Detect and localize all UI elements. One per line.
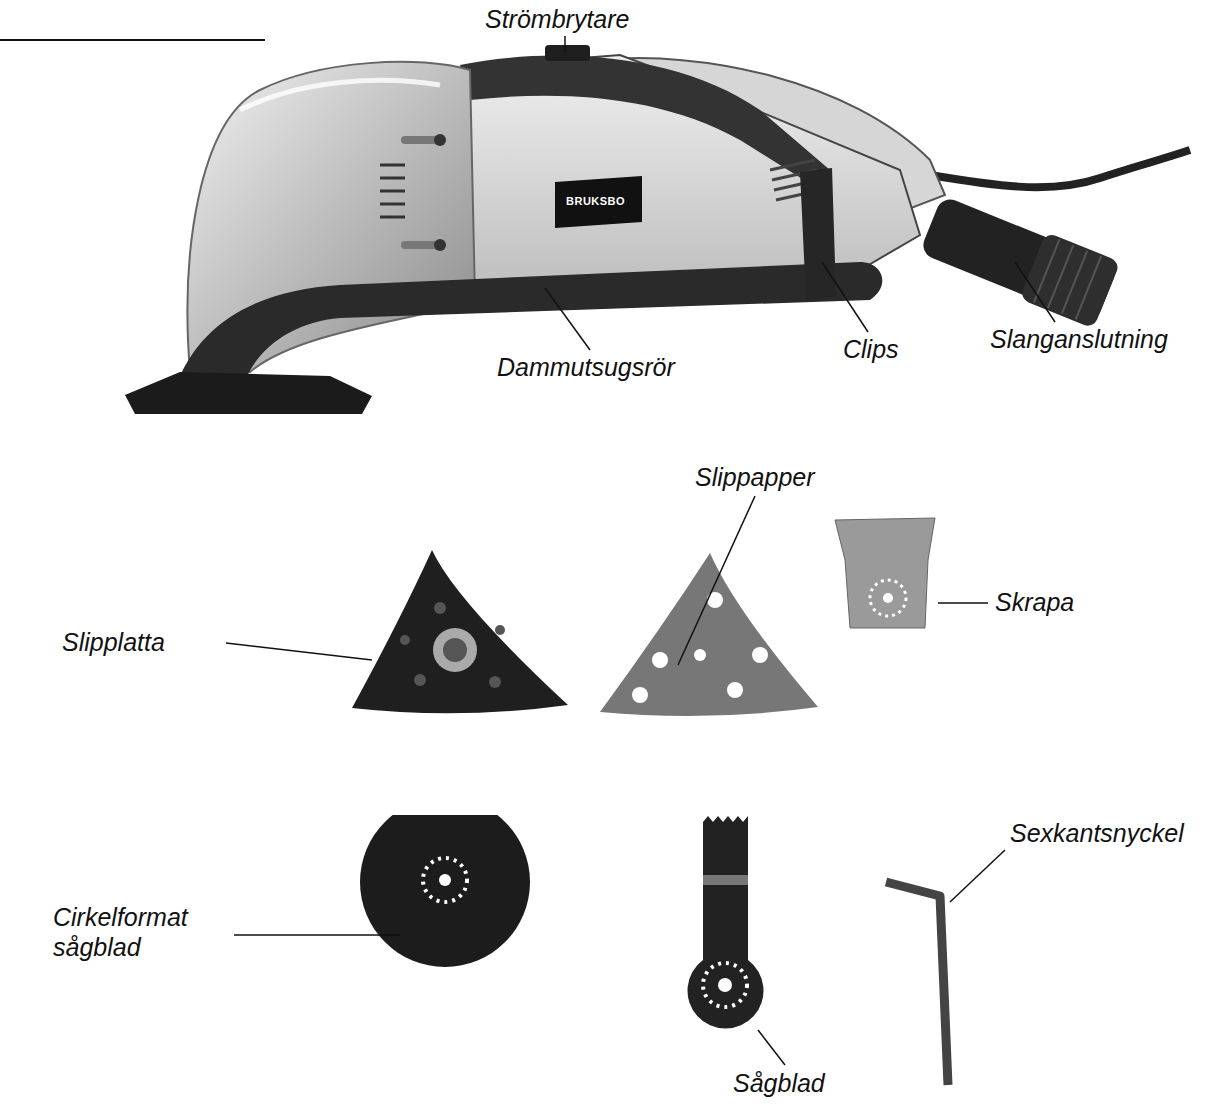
part-label: Cirkelformat sågblad xyxy=(53,902,231,962)
brand-logo: BRUKSBO xyxy=(566,195,625,208)
part-label: Slanganslutning xyxy=(990,324,1168,354)
part-label: Sexkantsnyckel xyxy=(1010,818,1184,848)
part-label: Clips xyxy=(843,334,899,364)
multitool xyxy=(125,45,1190,414)
hex-key xyxy=(886,882,948,1085)
part-label: Slippapper xyxy=(695,462,815,492)
part-label: Dammutsugsrör xyxy=(497,352,675,382)
part-label: Slipplatta xyxy=(62,627,165,657)
sanding-pad xyxy=(352,550,568,713)
saw-blade xyxy=(688,816,764,1029)
scraper xyxy=(835,518,935,628)
header-rule xyxy=(0,39,265,41)
circular-blade xyxy=(360,797,530,967)
sandpaper xyxy=(600,553,818,716)
leader-lines xyxy=(226,36,1055,1065)
part-label: Strömbrytare xyxy=(485,4,629,34)
part-label: Sågblad xyxy=(733,1068,825,1098)
part-label: Skrapa xyxy=(995,587,1074,617)
